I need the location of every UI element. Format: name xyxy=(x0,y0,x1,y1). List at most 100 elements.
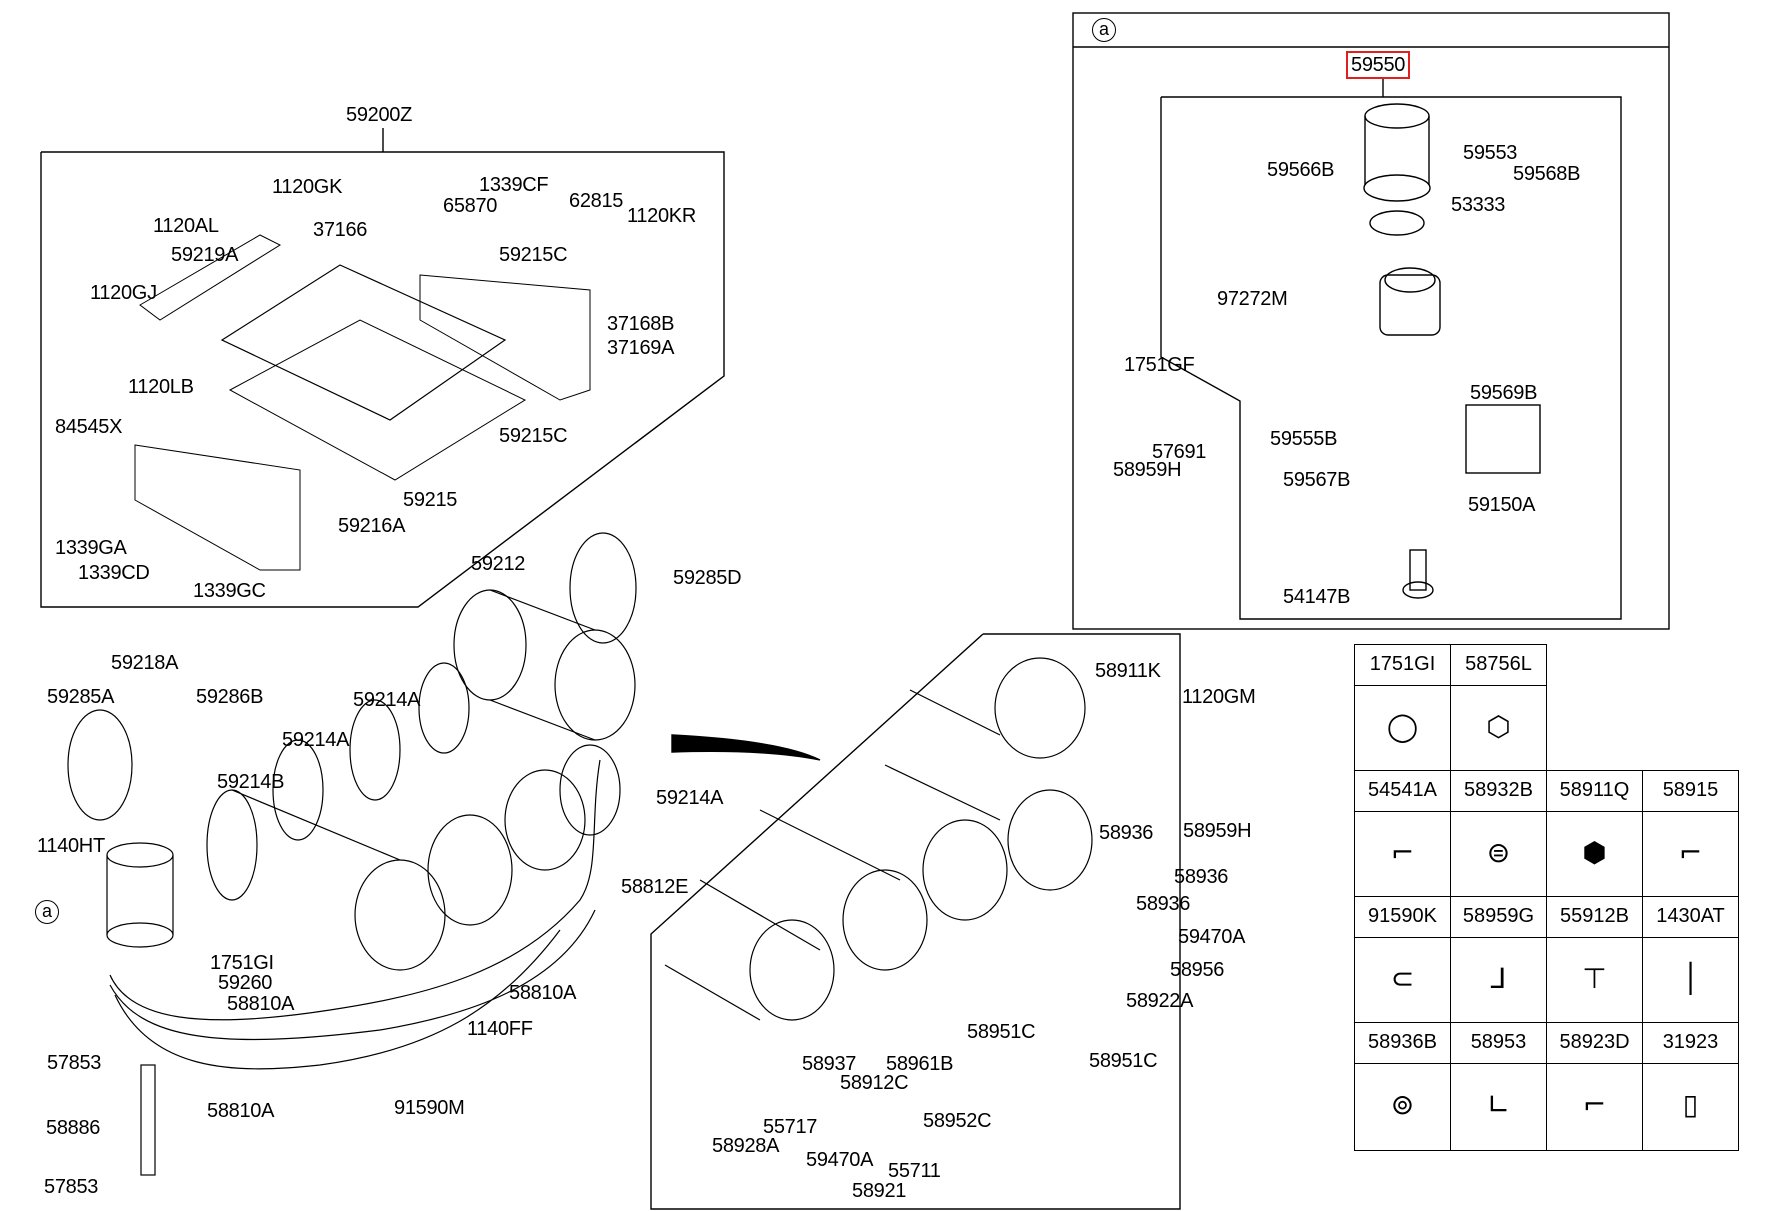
legend-part-number[interactable]: 58932B xyxy=(1464,779,1533,801)
part-label[interactable]: 59215 xyxy=(403,489,458,511)
part-label[interactable]: 59568B xyxy=(1513,163,1581,185)
part-label[interactable]: 59566B xyxy=(1267,159,1335,181)
part-label[interactable]: 59214A xyxy=(282,729,350,751)
legend-header-cell: 55912B xyxy=(1546,896,1643,938)
part-label[interactable]: 58928A xyxy=(712,1135,780,1157)
part-label[interactable]: 58951C xyxy=(1089,1050,1158,1072)
legend-part-number[interactable]: 58959G xyxy=(1462,905,1535,927)
legend-image-cell: ⊜ xyxy=(1450,811,1547,897)
part-label[interactable]: 1751GI xyxy=(210,952,274,974)
part-label[interactable]: 59286B xyxy=(196,686,264,708)
part-label[interactable]: 59555B xyxy=(1270,428,1338,450)
part-label[interactable]: 1751GF xyxy=(1124,354,1195,376)
part-label[interactable]: 58952C xyxy=(923,1110,992,1132)
part-label[interactable]: 59215C xyxy=(499,244,568,266)
elbow-fitting-icon: ⌐ xyxy=(1582,1088,1607,1121)
part-label[interactable]: 58810A xyxy=(509,982,577,1004)
part-label[interactable]: 1140HT xyxy=(37,835,105,857)
detail-callout-a[interactable]: a xyxy=(35,900,59,924)
part-label[interactable]: 59214A xyxy=(656,787,724,809)
part-label[interactable]: 59553 xyxy=(1463,142,1518,164)
legend-part-number[interactable]: 58911Q xyxy=(1559,779,1630,801)
legend-part-number[interactable]: 58936B xyxy=(1368,1031,1437,1053)
part-label[interactable]: 57691 xyxy=(1152,441,1207,463)
legend-part-number[interactable]: 55912B xyxy=(1560,905,1629,927)
part-label[interactable]: 58959H xyxy=(1113,459,1182,481)
part-label[interactable]: 59215C xyxy=(499,425,568,447)
part-label-59200z[interactable]: 59200Z xyxy=(346,104,413,126)
part-label[interactable]: 58936 xyxy=(1174,866,1229,888)
part-label[interactable]: 55717 xyxy=(763,1116,818,1138)
part-label[interactable]: 59470A xyxy=(1178,926,1246,948)
legend-header-cell: 54541A xyxy=(1354,770,1451,812)
part-label[interactable]: 58956 xyxy=(1170,959,1225,981)
part-label[interactable]: 1339GA xyxy=(55,537,127,559)
part-label[interactable]: 1339GC xyxy=(193,580,266,602)
legend-part-number[interactable]: 31923 xyxy=(1662,1031,1719,1053)
panel-frame-fittings xyxy=(650,633,1181,1210)
part-label[interactable]: 37169A xyxy=(607,337,675,359)
part-label[interactable]: 97272M xyxy=(1217,288,1288,310)
legend-part-number[interactable]: 1430AT xyxy=(1656,905,1725,927)
part-label[interactable]: 59214B xyxy=(217,771,285,793)
part-label[interactable]: 58959H xyxy=(1183,820,1252,842)
part-label[interactable]: 1120AL xyxy=(153,215,219,237)
part-label[interactable]: 58961B xyxy=(886,1053,954,1075)
part-label[interactable]: 1120GK xyxy=(272,176,343,198)
legend-part-number[interactable]: 58915 xyxy=(1662,779,1719,801)
legend-part-number[interactable]: 91590K xyxy=(1368,905,1437,927)
part-label[interactable]: 58812E xyxy=(621,876,689,898)
part-label[interactable]: 58886 xyxy=(46,1117,101,1139)
part-label[interactable]: 58951C xyxy=(967,1021,1036,1043)
part-label[interactable]: 59285D xyxy=(673,567,742,589)
legend-part-number[interactable]: 58923D xyxy=(1559,1031,1630,1053)
part-label[interactable]: 59569B xyxy=(1470,382,1538,404)
part-label[interactable]: 59212 xyxy=(471,553,526,575)
part-label[interactable]: 59150A xyxy=(1468,494,1536,516)
part-label[interactable]: 58937 xyxy=(802,1053,857,1075)
part-label[interactable]: 57853 xyxy=(44,1176,99,1198)
legend-header-cell: 58923D xyxy=(1546,1022,1643,1064)
part-label[interactable]: 59219A xyxy=(171,244,239,266)
highlighted-part-59550[interactable]: 59550 xyxy=(1345,51,1411,79)
part-label[interactable]: 58911K xyxy=(1095,660,1161,682)
part-label[interactable]: 53333 xyxy=(1451,194,1506,216)
part-label[interactable]: 91590M xyxy=(394,1097,465,1119)
part-label[interactable]: 59216A xyxy=(338,515,406,537)
part-label[interactable]: 58810A xyxy=(227,993,295,1015)
part-label[interactable]: 59470A xyxy=(806,1149,874,1171)
part-label[interactable]: 58912C xyxy=(840,1072,909,1094)
part-label[interactable]: 55711 xyxy=(888,1160,941,1182)
part-label[interactable]: 58922A xyxy=(1126,990,1194,1012)
part-label[interactable]: 58921 xyxy=(852,1180,907,1202)
part-label[interactable]: 37166 xyxy=(313,219,368,241)
part-label[interactable]: 58936 xyxy=(1099,822,1154,844)
part-label[interactable]: 57853 xyxy=(47,1052,102,1074)
part-label[interactable]: 1339CD xyxy=(78,562,150,584)
detail-marker-a[interactable]: a xyxy=(1092,18,1116,42)
part-label[interactable]: 37168B xyxy=(607,313,675,335)
part-label[interactable]: 59285A xyxy=(47,686,115,708)
part-label[interactable]: 1140FF xyxy=(467,1018,533,1040)
legend-part-number[interactable]: 58756L xyxy=(1465,653,1532,675)
part-label[interactable]: 1120KR xyxy=(627,205,696,227)
part-label[interactable]: 59218A xyxy=(111,652,179,674)
part-label[interactable]: 65870 xyxy=(443,195,498,217)
part-label[interactable]: 1120GJ xyxy=(90,282,157,304)
legend-part-number[interactable]: 1751GI xyxy=(1369,653,1436,675)
part-label[interactable]: 59214A xyxy=(353,689,421,711)
part-label[interactable]: 84545X xyxy=(55,416,123,438)
legend-header-cell: 58756L xyxy=(1450,644,1547,686)
pipe-clamp-icon: ⊂ xyxy=(1390,962,1415,995)
part-label[interactable]: 54147B xyxy=(1283,586,1351,608)
part-label[interactable]: 1120GM xyxy=(1182,686,1256,708)
part-label[interactable]: 59260 xyxy=(218,972,273,994)
legend-part-number[interactable]: 54541A xyxy=(1368,779,1437,801)
part-label[interactable]: 1120LB xyxy=(128,376,194,398)
part-label[interactable]: 62815 xyxy=(569,190,624,212)
part-label[interactable]: 1339CF xyxy=(479,174,549,196)
legend-part-number[interactable]: 58953 xyxy=(1470,1031,1527,1053)
part-label[interactable]: 59567B xyxy=(1283,469,1351,491)
part-label[interactable]: 58936 xyxy=(1136,893,1191,915)
part-label[interactable]: 58810A xyxy=(207,1100,275,1122)
